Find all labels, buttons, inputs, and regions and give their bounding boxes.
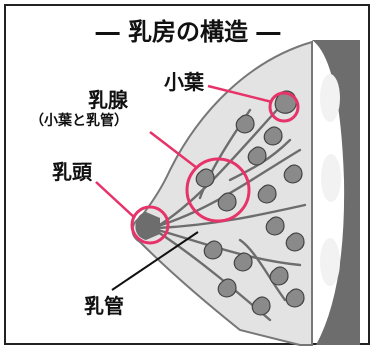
rib: [321, 154, 341, 202]
nipple-shape: [135, 212, 160, 240]
rib: [320, 74, 340, 122]
label-duct: 乳管: [84, 294, 124, 318]
label-gland-note: （小葉と乳管）: [30, 113, 128, 129]
nipple-highlight: [130, 205, 170, 245]
leader-nipple: [95, 181, 136, 219]
label-gland: 乳腺: [88, 88, 128, 112]
label-nipple: 乳頭: [52, 160, 92, 184]
highlight-circles: [130, 91, 300, 245]
diagram-title: ― 乳房の構造 ―: [95, 18, 281, 46]
leader-gland: [149, 131, 198, 169]
rib: [320, 238, 340, 286]
leader-small-leaf: [207, 84, 273, 104]
lobule-highlight: [268, 91, 300, 123]
lobules: [195, 90, 305, 316]
gland-highlight: [185, 157, 251, 223]
chest-wall: [312, 40, 360, 345]
leader-duct: [111, 231, 199, 291]
label-small-leaf: 小葉: [164, 70, 204, 94]
leader-lines: [95, 84, 273, 219]
